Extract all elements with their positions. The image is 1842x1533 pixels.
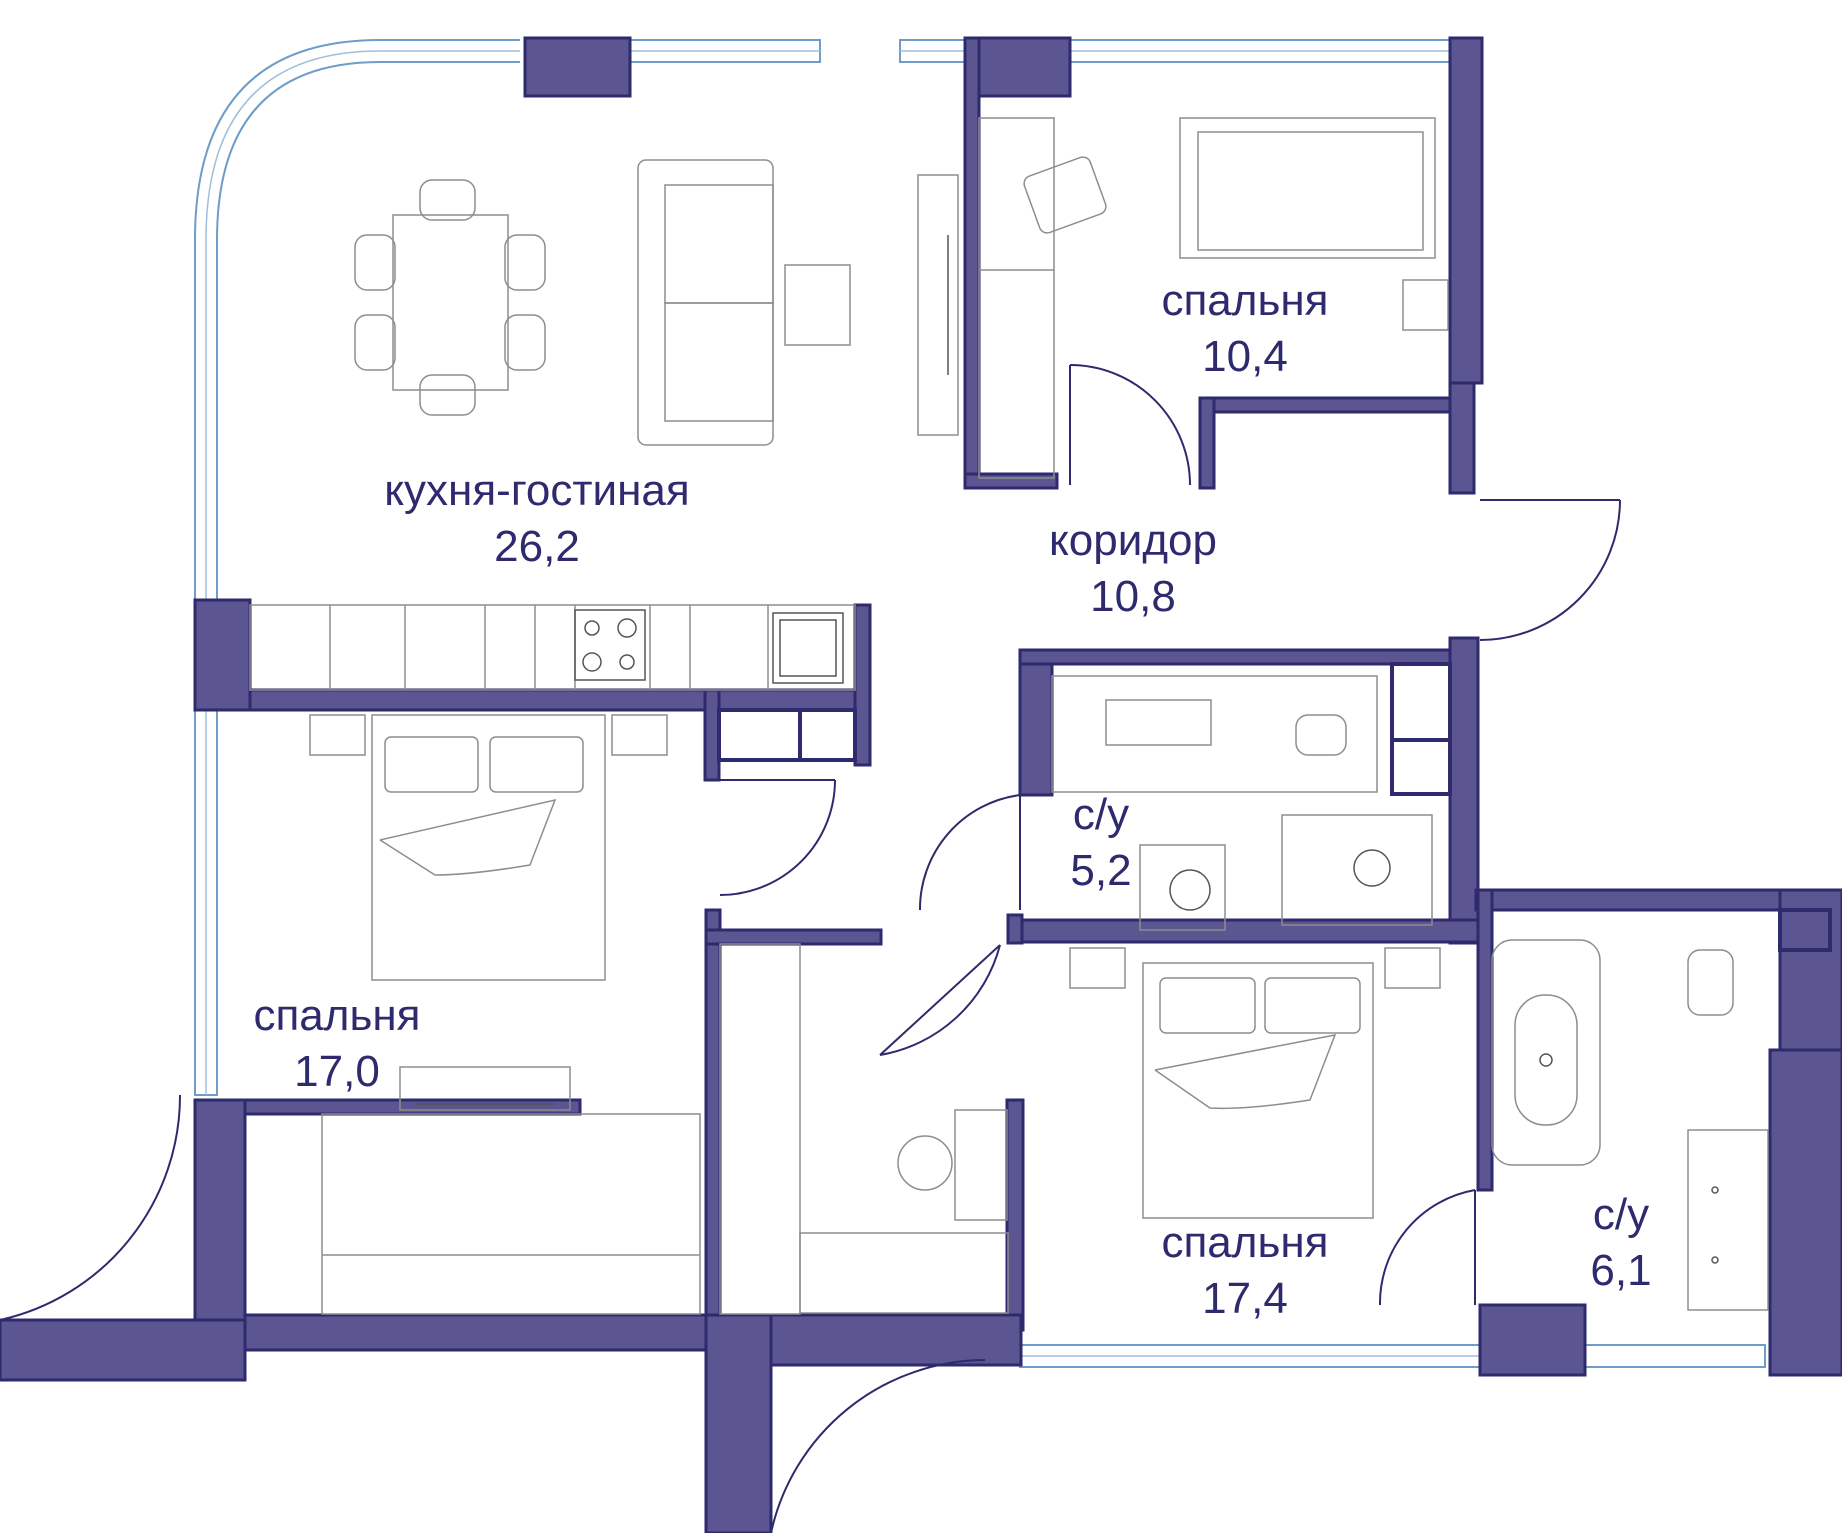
room-label-living: кухня-гостиная 26,2 — [384, 463, 689, 575]
room-label-bedroom-top: спальня 10,4 — [1161, 273, 1328, 385]
room-name: кухня-гостиная — [384, 466, 690, 515]
room-area: 17,0 — [294, 1047, 380, 1096]
room-area: 10,4 — [1202, 332, 1288, 381]
furniture — [249, 117, 1769, 1315]
room-name: коридор — [1049, 516, 1217, 565]
room-name: спальня — [1161, 276, 1329, 325]
room-name: спальня — [1161, 1218, 1329, 1267]
room-label-bath-middle: с/у 5,2 — [1070, 787, 1131, 899]
doors — [0, 364, 1621, 1533]
room-area: 5,2 — [1070, 846, 1132, 895]
walls — [0, 36, 1842, 1533]
room-label-bath-right: с/у 6,1 — [1590, 1187, 1651, 1299]
room-label-bedroom-left: спальня 17,0 — [253, 988, 420, 1100]
room-area: 26,2 — [494, 522, 580, 571]
room-area: 10,8 — [1090, 572, 1176, 621]
room-name: с/у — [1072, 790, 1130, 839]
room-label-bedroom-bottom: спальня 17,4 — [1161, 1215, 1328, 1327]
room-area: 6,1 — [1590, 1246, 1652, 1295]
room-area: 17,4 — [1202, 1274, 1288, 1323]
room-name: с/у — [1592, 1190, 1650, 1239]
room-label-corridor: коридор 10,8 — [1049, 513, 1217, 625]
room-name: спальня — [253, 991, 421, 1040]
